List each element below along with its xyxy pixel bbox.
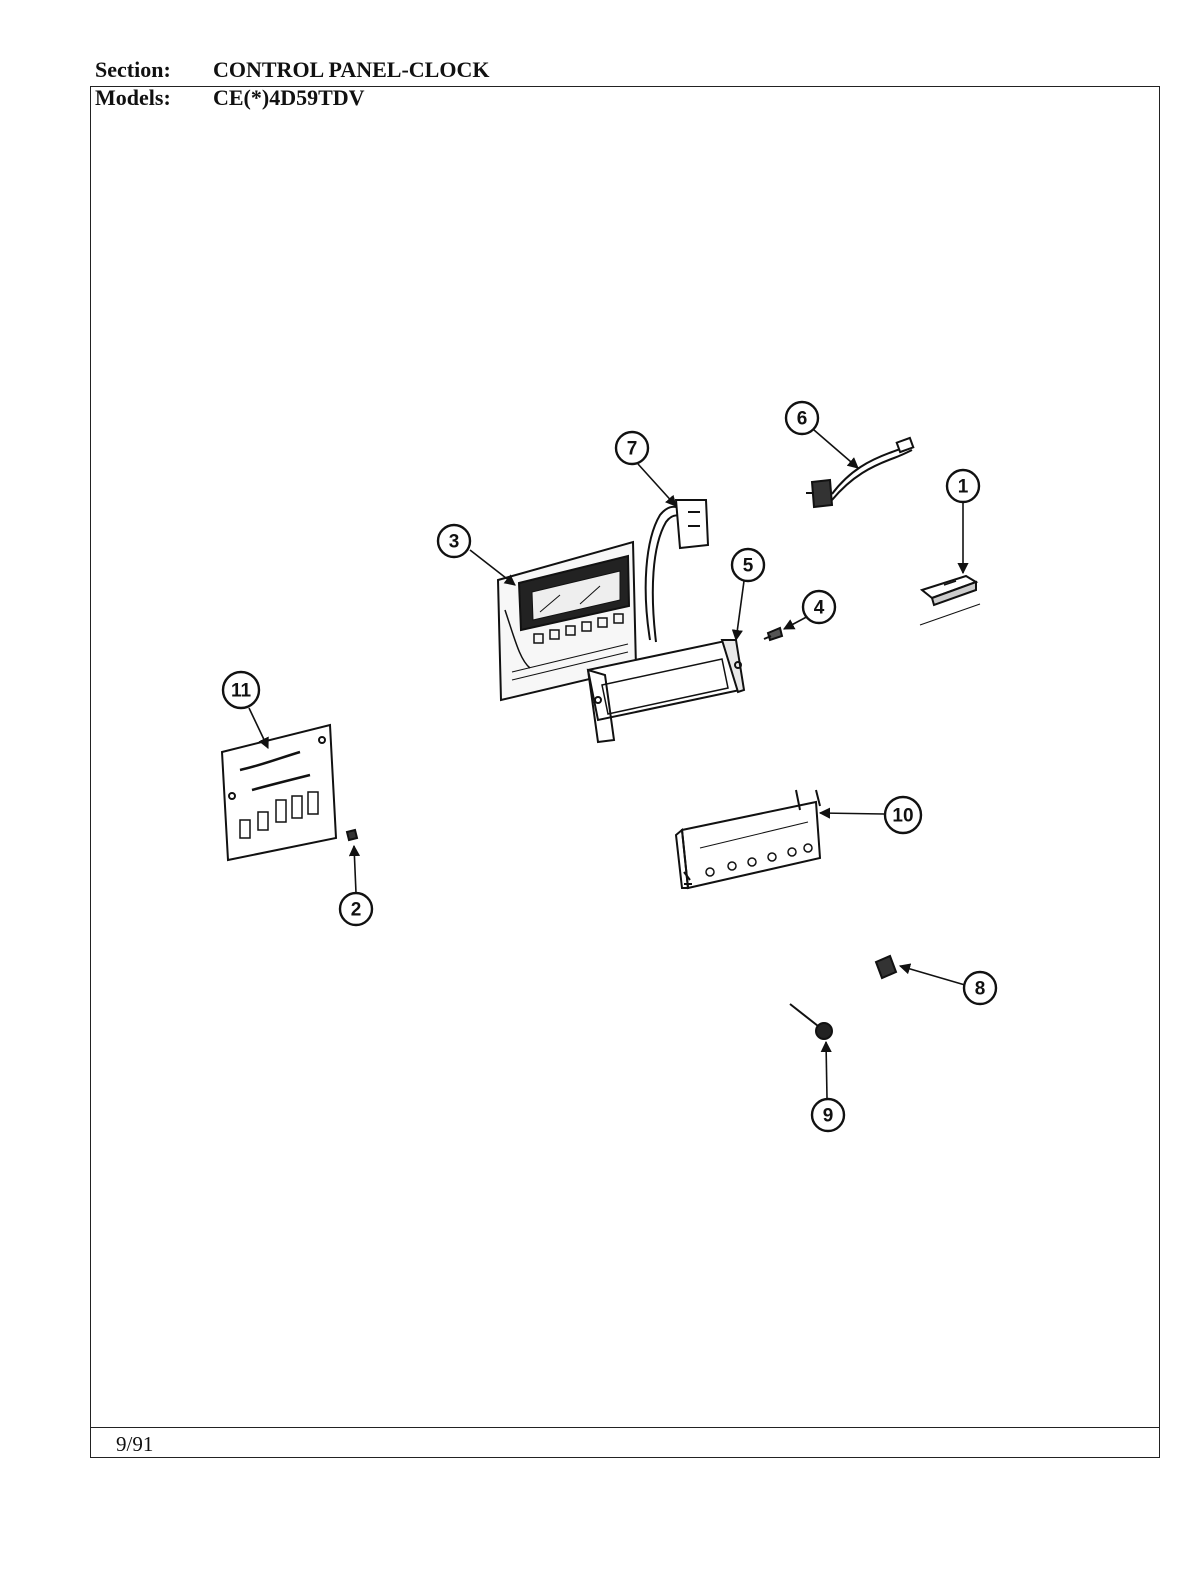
indicator-lamp [789, 1003, 833, 1040]
footer-rule [90, 1427, 1160, 1428]
leader-lines [248, 429, 969, 1099]
callout-9: 9 [823, 1106, 834, 1127]
section-value: CONTROL PANEL-CLOCK [213, 57, 490, 82]
callout-7: 7 [627, 439, 638, 460]
callout-4: 4 [814, 598, 825, 619]
callout-circle-6 [784, 400, 820, 436]
relay-board [220, 723, 338, 862]
models-label: Models: [95, 85, 171, 110]
models-value: CE(*)4D59TDV [213, 85, 365, 110]
clock-control-board [496, 540, 638, 702]
callout-2: 2 [351, 900, 362, 921]
callout-circle-3 [436, 523, 472, 559]
wire-harness [644, 499, 710, 643]
section-row: Section: CONTROL PANEL-CLOCK [95, 58, 489, 82]
diagram-frame [90, 86, 1160, 1458]
switch-bracket [919, 574, 981, 626]
callout-10: 10 [892, 806, 913, 827]
callout-8: 8 [975, 979, 986, 1000]
callout-circle-1 [945, 468, 981, 504]
screw-4 [763, 626, 784, 642]
section-label: Section: [95, 57, 171, 82]
callout-circle-7 [614, 430, 650, 466]
callout-circle-11 [221, 670, 261, 710]
callout-circle-4 [801, 589, 837, 625]
callout-circle-10 [883, 795, 923, 835]
sensor-lead [806, 436, 915, 509]
callout-3: 3 [449, 532, 460, 553]
footer-date: 9/91 [116, 1432, 154, 1456]
terminal-panel [674, 789, 822, 890]
connector-terminal [874, 954, 898, 980]
callout-circle-5 [730, 547, 766, 583]
callout-5: 5 [743, 556, 754, 577]
callout-6: 6 [797, 409, 808, 430]
models-row: Models: CE(*)4D59TDV [95, 86, 365, 110]
screw-2 [345, 828, 359, 842]
callout-circle-2 [338, 891, 374, 927]
callout-circle-9 [810, 1097, 846, 1133]
window-bracket [586, 638, 746, 744]
callout-11: 11 [231, 681, 252, 702]
callout-1: 1 [958, 477, 969, 498]
callout-circle-8 [962, 970, 998, 1006]
